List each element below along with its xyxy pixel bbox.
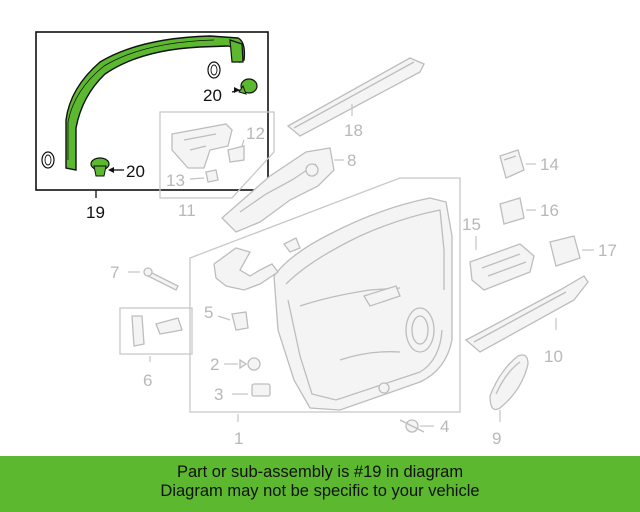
part-5[interactable]: 5 bbox=[204, 303, 249, 331]
callout-6[interactable]: 6 bbox=[143, 371, 152, 390]
part-11-group[interactable]: 12 13 11 bbox=[159, 111, 275, 220]
part-18[interactable]: 18 bbox=[286, 57, 425, 140]
part-2[interactable]: 2 bbox=[210, 355, 261, 374]
info-banner: Part or sub-assembly is #19 in diagram D… bbox=[0, 456, 640, 512]
callout-15[interactable]: 15 bbox=[462, 215, 481, 234]
part-19-group[interactable]: 20 20 19 bbox=[35, 31, 269, 222]
callout-1[interactable]: 1 bbox=[234, 429, 243, 448]
callout-14[interactable]: 14 bbox=[540, 155, 559, 174]
part-17[interactable]: 17 bbox=[549, 235, 617, 267]
callout-16[interactable]: 16 bbox=[540, 201, 559, 220]
clip-20-top[interactable] bbox=[238, 78, 258, 95]
parts-diagram: 20 20 19 18 12 13 11 8 bbox=[35, 31, 617, 448]
callout-11[interactable]: 11 bbox=[178, 201, 196, 220]
part-8[interactable]: 8 bbox=[221, 147, 356, 233]
clip-20-bottom[interactable] bbox=[90, 157, 110, 177]
part-16[interactable]: 16 bbox=[499, 197, 559, 225]
part-14[interactable]: 14 bbox=[499, 149, 559, 179]
part-1-group[interactable]: 1 bbox=[189, 177, 461, 448]
callout-12[interactable]: 12 bbox=[246, 124, 265, 143]
banner-line-part: Part or sub-assembly is #19 in diagram bbox=[176, 463, 464, 481]
part-15[interactable]: 15 bbox=[462, 215, 535, 291]
callout-7[interactable]: 7 bbox=[110, 263, 119, 282]
callout-4[interactable]: 4 bbox=[440, 417, 449, 436]
callout-13[interactable]: 13 bbox=[166, 171, 185, 190]
callout-5[interactable]: 5 bbox=[204, 303, 213, 322]
grommet-icon bbox=[207, 61, 221, 79]
callout-18[interactable]: 18 bbox=[344, 121, 363, 140]
part-4[interactable]: 4 bbox=[399, 417, 449, 436]
callout-3[interactable]: 3 bbox=[214, 385, 223, 404]
part-10[interactable]: 10 bbox=[464, 275, 589, 366]
part-7[interactable]: 7 bbox=[110, 263, 179, 291]
callout-8[interactable]: 8 bbox=[347, 151, 356, 170]
banner-line-disclaimer: Diagram may not be specific to your vehi… bbox=[160, 482, 480, 500]
part-9[interactable]: 9 bbox=[489, 354, 529, 448]
callout-9[interactable]: 9 bbox=[492, 429, 501, 448]
grommet-icon bbox=[41, 151, 55, 169]
callout-20-bottom[interactable]: 20 bbox=[126, 162, 145, 181]
callout-17[interactable]: 17 bbox=[598, 241, 617, 260]
callout-2[interactable]: 2 bbox=[210, 355, 219, 374]
part-3[interactable]: 3 bbox=[214, 383, 271, 404]
callout-20-top[interactable]: 20 bbox=[203, 86, 222, 105]
callout-19[interactable]: 19 bbox=[86, 203, 105, 222]
part-6-group[interactable]: 6 bbox=[119, 307, 193, 390]
callout-10[interactable]: 10 bbox=[544, 347, 563, 366]
